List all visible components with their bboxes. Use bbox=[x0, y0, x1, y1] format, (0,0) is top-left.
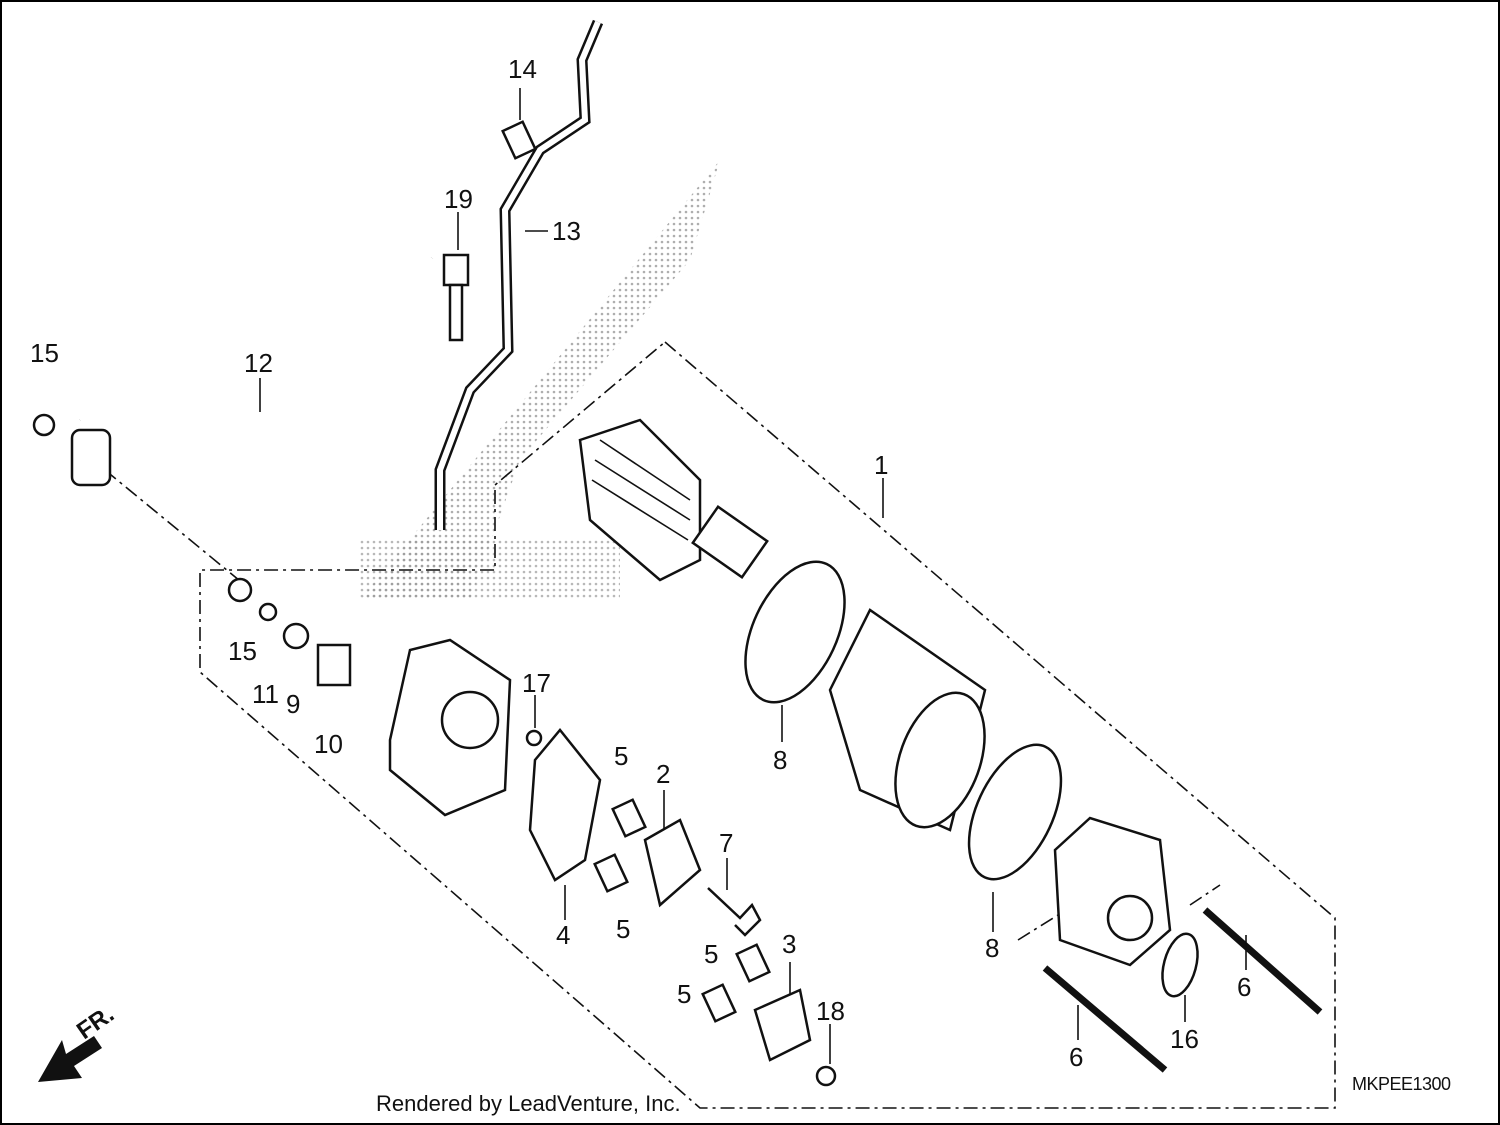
o-ring-17 bbox=[525, 729, 543, 747]
callout-16: 16 bbox=[1170, 1024, 1199, 1054]
callout-6-lower: 6 bbox=[1069, 1042, 1083, 1072]
starter-case bbox=[828, 608, 987, 832]
front-cover bbox=[388, 638, 512, 817]
callout-8-front: 8 bbox=[773, 745, 787, 775]
callouts: 1 2 3 4 5 5 5 5 6 6 7 8 8 9 10 11 12 13 … bbox=[30, 54, 1251, 1072]
callout-10: 10 bbox=[314, 729, 343, 759]
callout-5-b: 5 bbox=[616, 914, 630, 944]
bolt-18 bbox=[815, 1065, 837, 1087]
callout-17: 17 bbox=[522, 668, 551, 698]
brush-2 bbox=[643, 818, 702, 908]
insulator-10 bbox=[316, 643, 352, 687]
render-credit: Rendered by LeadVenture, Inc. bbox=[376, 1091, 681, 1116]
callout-5-c: 5 bbox=[704, 939, 718, 969]
nut-15-lower bbox=[227, 577, 253, 603]
callout-12: 12 bbox=[244, 348, 273, 378]
callout-15-upper: 15 bbox=[30, 338, 59, 368]
spring-5-b bbox=[593, 853, 629, 893]
callout-19: 19 bbox=[444, 184, 473, 214]
spring-5-a bbox=[611, 798, 647, 838]
screw-7 bbox=[707, 887, 762, 937]
o-ring-16 bbox=[1161, 932, 1199, 998]
callout-11: 11 bbox=[252, 679, 279, 709]
washer-9 bbox=[282, 622, 310, 650]
callout-4: 4 bbox=[556, 920, 570, 950]
cable-13 bbox=[434, 19, 604, 530]
front-direction-arrow: FR. bbox=[38, 1001, 119, 1082]
brush-holder-4 bbox=[528, 728, 602, 882]
callout-8-rear: 8 bbox=[985, 933, 999, 963]
callout-2: 2 bbox=[656, 759, 670, 789]
callout-7: 7 bbox=[719, 828, 733, 858]
front-direction-label: FR. bbox=[72, 1001, 119, 1045]
callout-1: 1 bbox=[874, 450, 888, 480]
diagram-code: MKPEE1300 bbox=[1352, 1074, 1451, 1094]
callout-15-lower: 15 bbox=[228, 636, 257, 666]
callout-18: 18 bbox=[816, 996, 845, 1026]
washer-11 bbox=[258, 602, 278, 622]
o-ring-8-front bbox=[744, 560, 846, 704]
rear-cover bbox=[1053, 816, 1172, 967]
callout-13: 13 bbox=[552, 216, 581, 246]
spring-5-c bbox=[735, 943, 771, 983]
cable-12 bbox=[32, 256, 436, 487]
bolt-19 bbox=[442, 253, 470, 342]
callout-3: 3 bbox=[782, 929, 796, 959]
brush-3 bbox=[753, 988, 812, 1062]
callout-9: 9 bbox=[286, 689, 300, 719]
callout-5-a: 5 bbox=[614, 741, 628, 771]
long-bolt-6-lower bbox=[1042, 965, 1168, 1073]
callout-5-d: 5 bbox=[677, 979, 691, 1009]
o-ring-8-rear bbox=[967, 743, 1063, 881]
armature-1 bbox=[578, 418, 769, 582]
callout-14: 14 bbox=[508, 54, 537, 84]
callout-6-upper: 6 bbox=[1237, 972, 1251, 1002]
long-bolt-6-upper bbox=[1202, 907, 1323, 1015]
spring-5-d bbox=[701, 983, 737, 1023]
